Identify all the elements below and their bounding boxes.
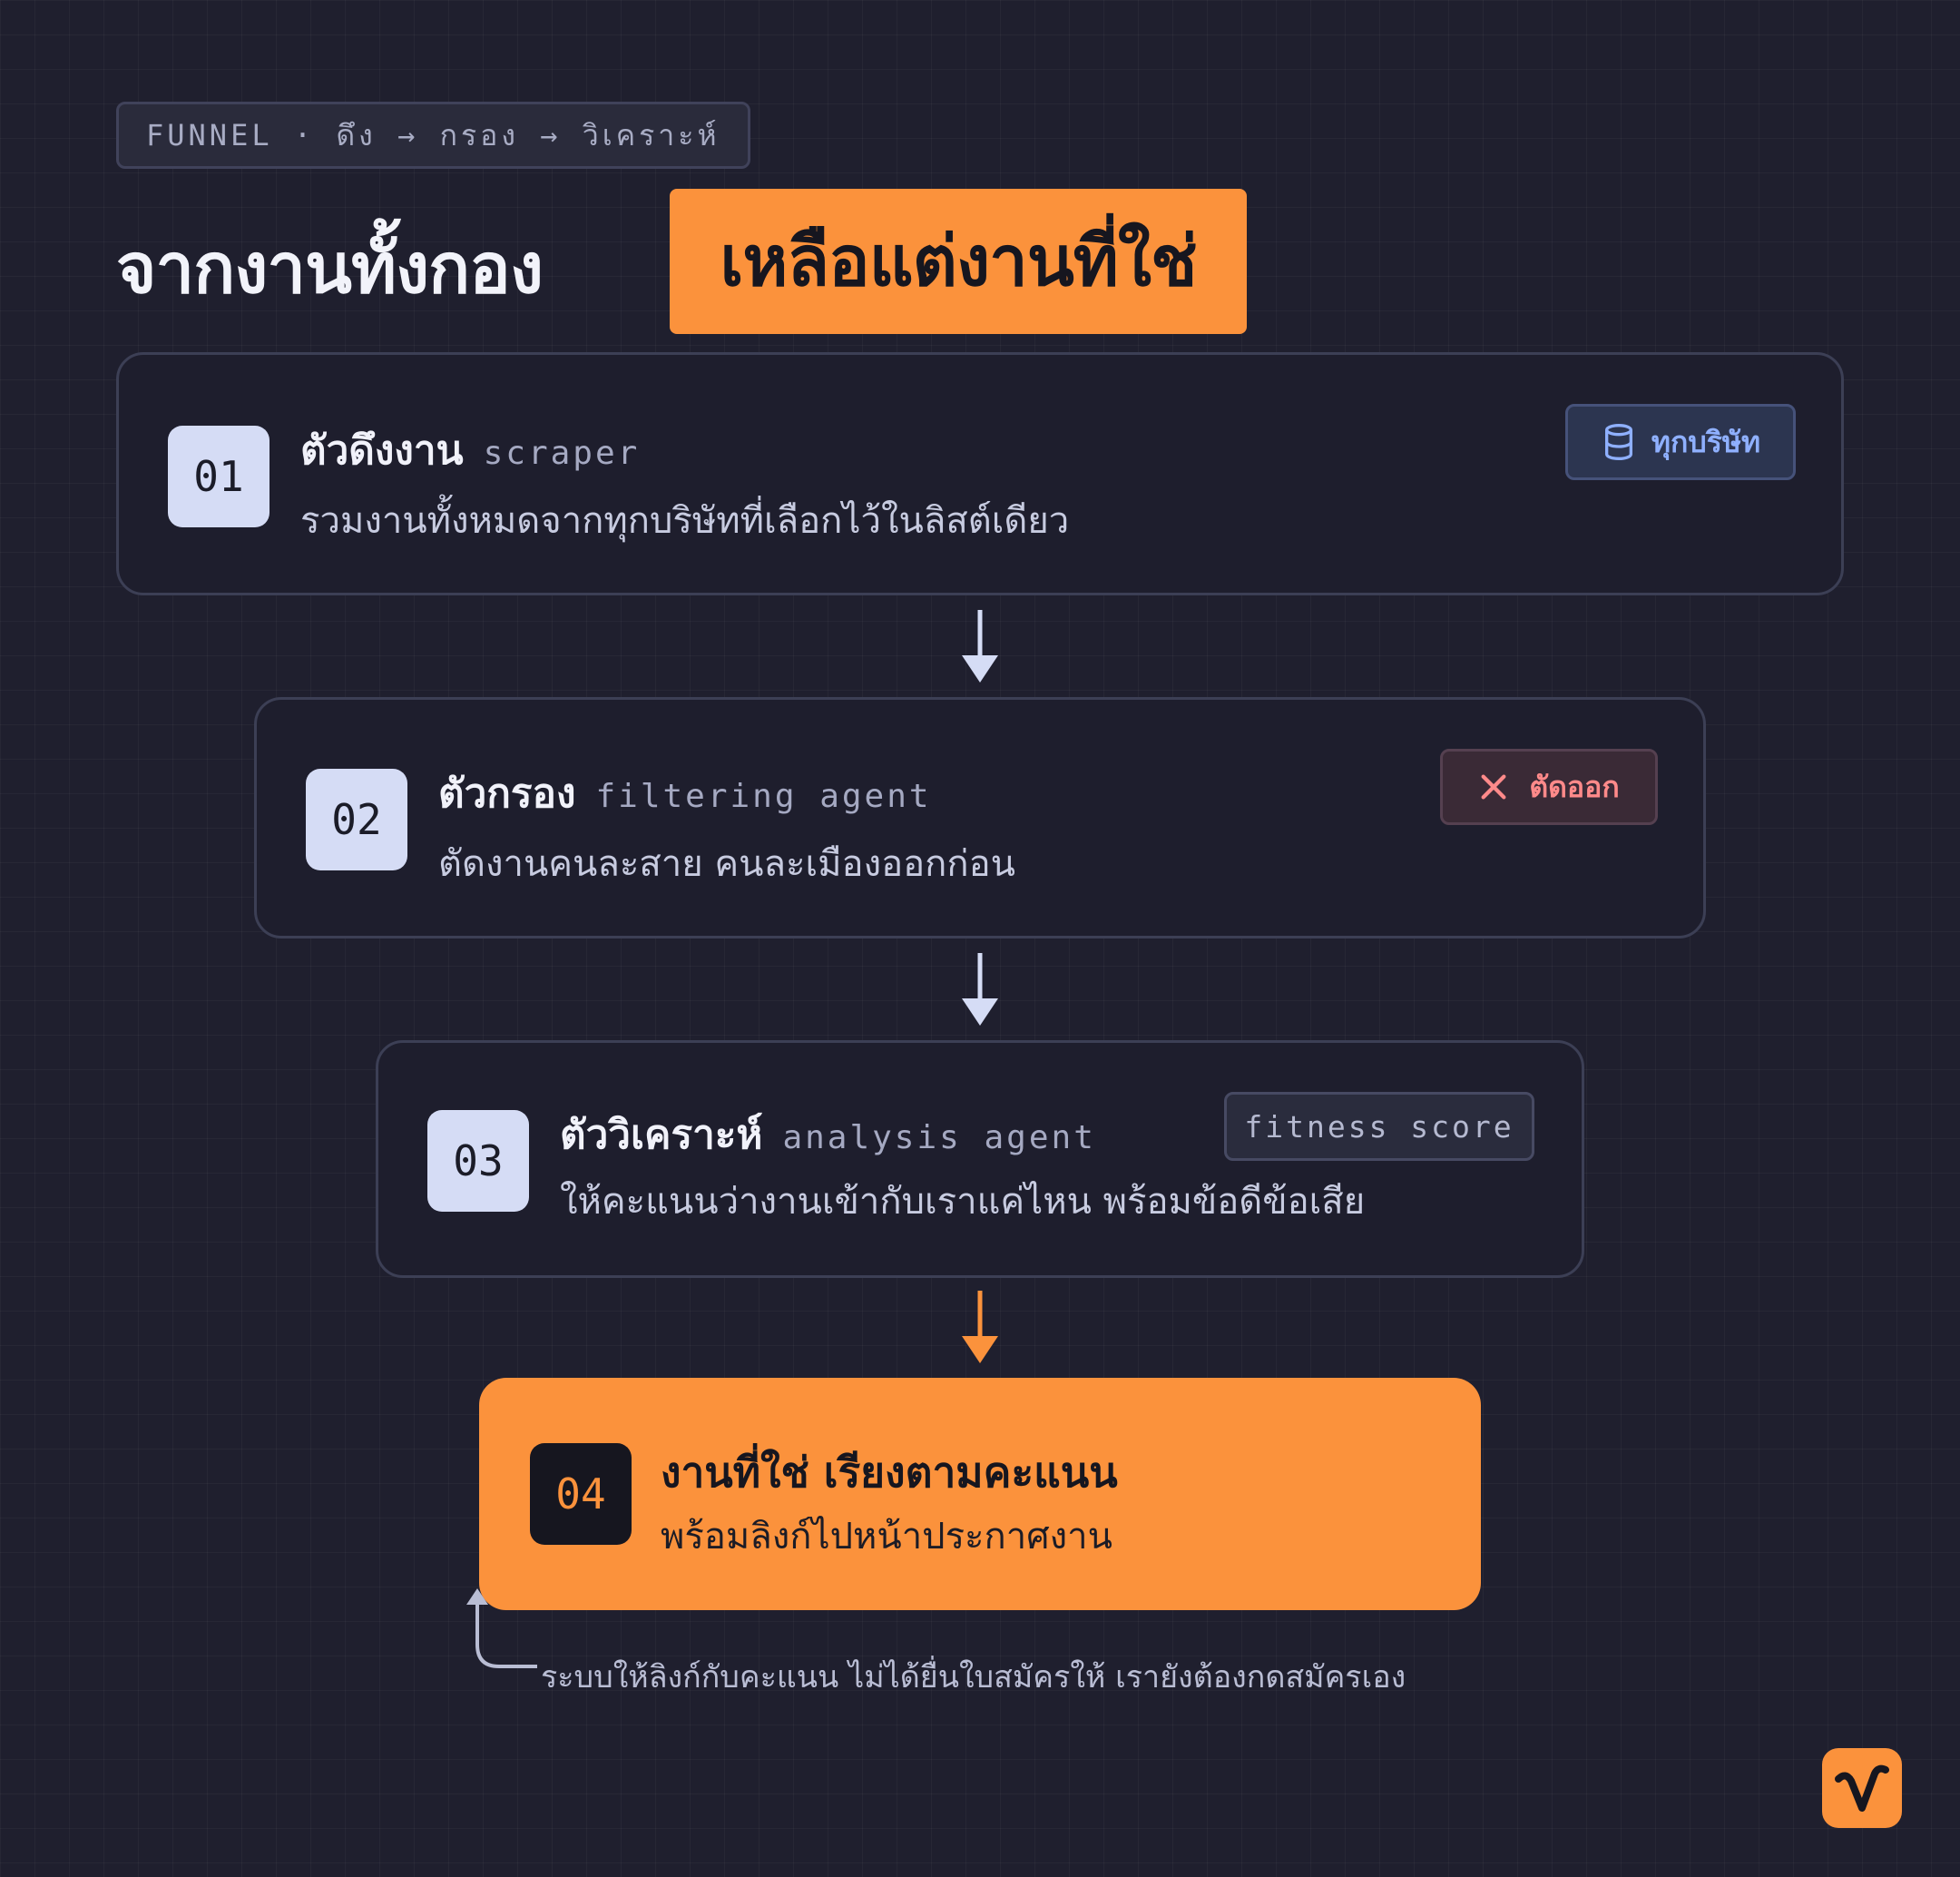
tag-label: ทุกบริษัท	[1651, 424, 1761, 459]
step-title-th: ตัววิเคราะห์	[560, 1112, 763, 1158]
step-number: 04	[530, 1443, 632, 1545]
step-title-en: scraper	[483, 435, 641, 472]
step-title: ตัววิเคราะห์ analysis agent	[560, 1103, 1096, 1166]
database-icon	[1604, 423, 1632, 461]
logo-mark-icon	[1835, 1764, 1889, 1812]
arrow-down-icon	[962, 610, 998, 683]
step-title-en: analysis agent	[782, 1119, 1096, 1156]
tag-cut-out: ตัดออก	[1440, 749, 1658, 825]
brand-logo	[1822, 1748, 1902, 1828]
tag-label: ตัดออก	[1529, 769, 1620, 804]
tag-fitness-score: fitness score	[1224, 1092, 1534, 1161]
arrow-down-icon	[962, 1291, 998, 1363]
step-title-th: ตัวกรอง	[438, 771, 576, 817]
step-card-scraper: 01 ตัวดึงงาน scraper รวมงานทั้งหมดจากทุก…	[116, 352, 1844, 595]
step-title-th: ตัวดึงงาน	[300, 427, 464, 474]
step-number: 01	[168, 426, 270, 527]
return-arrow-icon	[466, 1588, 537, 1668]
result-description: พร้อมลิงก์ไปหน้าประกาศงาน	[661, 1516, 1112, 1558]
arrow-down-icon	[962, 953, 998, 1026]
step-card-analysis: 03 ตัววิเคราะห์ analysis agent ให้คะแนนว…	[376, 1040, 1584, 1278]
step-title: ตัวดึงงาน scraper	[300, 418, 640, 482]
step-card-filter: 02 ตัวกรอง filtering agent ตัดงานคนละสาย…	[254, 697, 1706, 938]
tag-all-companies: ทุกบริษัท	[1565, 404, 1796, 480]
step-number: 02	[306, 769, 407, 870]
eyebrow-label: FUNNEL · ดึง → กรอง → วิเคราะห์	[116, 102, 750, 169]
result-title: งานที่ใช่ เรียงตามคะแนน	[661, 1448, 1118, 1497]
step-title-en: filtering agent	[595, 778, 932, 815]
x-icon	[1481, 774, 1506, 800]
step-description: รวมงานทั้งหมดจากทุกบริษัทที่เลือกไว้ในลิ…	[300, 500, 1070, 542]
headline-highlight: เหลือแต่งานที่ใช่	[670, 189, 1247, 334]
step-number: 03	[427, 1110, 529, 1212]
headline-plain: จากงานทั้งกอง	[116, 228, 544, 309]
step-description: ตัดงานคนละสาย คนละเมืองออกก่อน	[438, 843, 1015, 885]
step-title: ตัวกรอง filtering agent	[438, 762, 932, 825]
footnote: ระบบให้ลิงก์กับคะแนน ไม่ได้ยื่นใบสมัครให…	[541, 1659, 1406, 1695]
result-card: 04 งานที่ใช่ เรียงตามคะแนน พร้อมลิงก์ไปห…	[479, 1378, 1481, 1610]
step-description: ให้คะแนนว่างานเข้ากับเราแค่ไหน พร้อมข้อด…	[560, 1181, 1366, 1223]
